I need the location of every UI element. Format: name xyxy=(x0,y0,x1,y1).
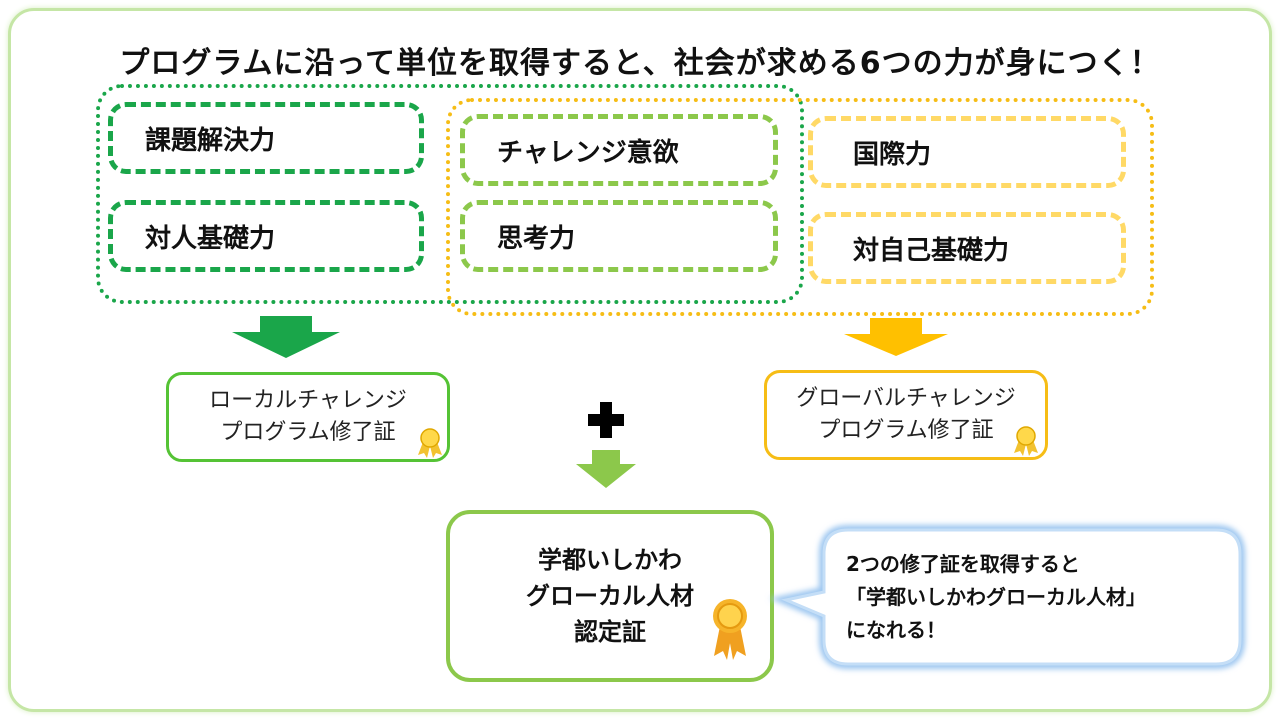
global-skills-group xyxy=(446,98,1154,316)
ribbon-icon xyxy=(418,428,442,458)
ribbon-icon xyxy=(1014,426,1038,456)
glocal-talent-certificate: 学都いしかわ グローカル人材 認定証 xyxy=(446,510,774,682)
certificate-line: プログラム修了証 xyxy=(220,420,396,445)
down-arrow-icon xyxy=(232,316,340,358)
rosette-medal-icon xyxy=(713,599,747,660)
skill-international: 国際力 xyxy=(808,116,1126,188)
callout-line: 2つの修了証を取得すると xyxy=(846,552,1080,576)
callout-line: 「学都いしかわグローカル人材」 xyxy=(846,585,1146,609)
page-title: プログラムに沿って単位を取得すると、社会が求める6つの力が身につく！ xyxy=(119,46,1161,81)
callout-text: 2つの修了証を取得すると 「学都いしかわグローカル人材」 になれる！ xyxy=(846,548,1226,647)
skill-challenge: チャレンジ意欲 xyxy=(460,114,778,186)
skill-label: 国際力 xyxy=(853,139,932,170)
plus-icon xyxy=(588,402,624,438)
global-challenge-certificate: グローバルチャレンジ プログラム修了証 xyxy=(764,370,1048,460)
skill-problem-solving: 課題解決力 xyxy=(108,102,424,174)
certificate-line: プログラム修了証 xyxy=(818,418,994,443)
certificate-line: グローバルチャレンジ xyxy=(796,386,1016,411)
final-line: 認定証 xyxy=(574,618,646,646)
callout-line: になれる！ xyxy=(846,618,946,642)
local-challenge-certificate: ローカルチャレンジ プログラム修了証 xyxy=(166,372,450,462)
skill-thinking: 思考力 xyxy=(460,200,778,272)
skill-label: 対自己基礎力 xyxy=(853,235,1010,266)
final-line: 学都いしかわ xyxy=(538,546,682,574)
skill-interpersonal: 対人基礎力 xyxy=(108,200,424,272)
down-arrow-icon xyxy=(844,318,948,356)
skill-self-basic: 対自己基礎力 xyxy=(808,212,1126,284)
certificate-line: ローカルチャレンジ xyxy=(209,388,407,413)
skill-label: 課題解決力 xyxy=(145,125,276,156)
down-arrow-icon xyxy=(576,450,636,488)
skill-label: 思考力 xyxy=(497,223,576,254)
skill-label: チャレンジ意欲 xyxy=(497,137,679,168)
skill-label: 対人基礎力 xyxy=(145,223,276,254)
final-line: グローカル人材 xyxy=(526,582,694,610)
